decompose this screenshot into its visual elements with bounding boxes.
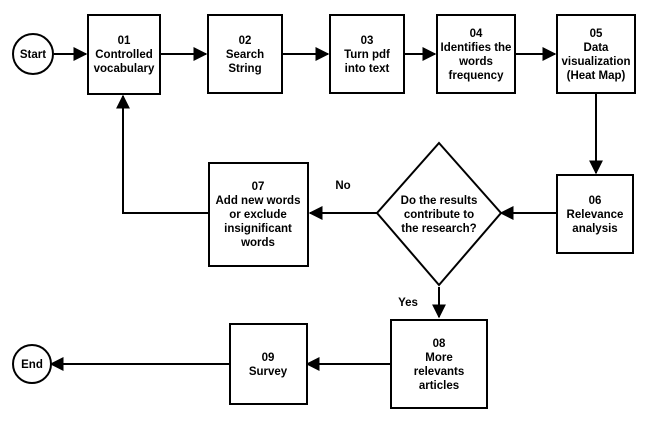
- n07-line-1: Add new words: [216, 195, 301, 207]
- n01-line-2: vocabulary: [94, 63, 155, 75]
- start-terminal: Start: [12, 33, 54, 75]
- n07-line-3: insignificant: [224, 223, 292, 235]
- decision-line-2: the research?: [401, 223, 476, 235]
- edges: [49, 47, 603, 371]
- n06-line-2: analysis: [572, 223, 617, 235]
- n07-line-0: 07: [252, 181, 265, 193]
- n05-line-0: 05: [590, 28, 603, 40]
- n05-line-2: visualization: [561, 56, 630, 68]
- n07-line-4: words: [240, 237, 275, 249]
- n07-line-2: or exclude: [229, 209, 287, 221]
- end-label: End: [21, 359, 43, 371]
- n04-line-2: words: [458, 56, 493, 68]
- n01-line-1: Controlled: [95, 49, 153, 61]
- n03-line-0: 03: [361, 35, 374, 47]
- n02-line-0: 02: [239, 35, 252, 47]
- end-line-0: End: [21, 359, 43, 371]
- decision-diamond: Do the results contribute to the research?: [375, 141, 503, 287]
- n05-line-3: (Heat Map): [567, 70, 626, 82]
- n03-line-1: Turn pdf: [344, 49, 390, 61]
- n03-line-2: into text: [345, 63, 390, 75]
- n04-line-3: frequency: [449, 70, 505, 82]
- n04-line-1: Identifies the: [441, 42, 512, 54]
- n08-line-3: articles: [419, 380, 459, 392]
- start-label: Start: [20, 49, 46, 61]
- start-line-0: Start: [20, 49, 46, 61]
- n08-line-0: 08: [433, 338, 446, 350]
- edge-07-01: [116, 94, 209, 214]
- n09-line-0: 09: [262, 352, 275, 364]
- end-terminal: End: [12, 344, 52, 384]
- n09-line-1: Survey: [249, 366, 288, 378]
- n02-line-2: String: [228, 63, 261, 75]
- decision-line-0: Do the results: [401, 195, 478, 207]
- n06-line-0: 06: [589, 195, 602, 207]
- n02-line-1: Search: [226, 49, 264, 61]
- decision-line-1: contribute to: [404, 209, 474, 221]
- n01-line-0: 01: [118, 35, 131, 47]
- n08-line-2: relevants: [414, 366, 465, 378]
- n08-line-1: More: [425, 352, 452, 364]
- n04-line-0: 04: [470, 28, 483, 40]
- edge-label-no: No: [335, 180, 350, 192]
- n05-line-1: Data: [584, 42, 610, 54]
- decision-label: Do the results contribute to the research?: [401, 195, 478, 235]
- n06-line-1: Relevance: [567, 209, 624, 221]
- edge-label-yes: Yes: [398, 297, 418, 309]
